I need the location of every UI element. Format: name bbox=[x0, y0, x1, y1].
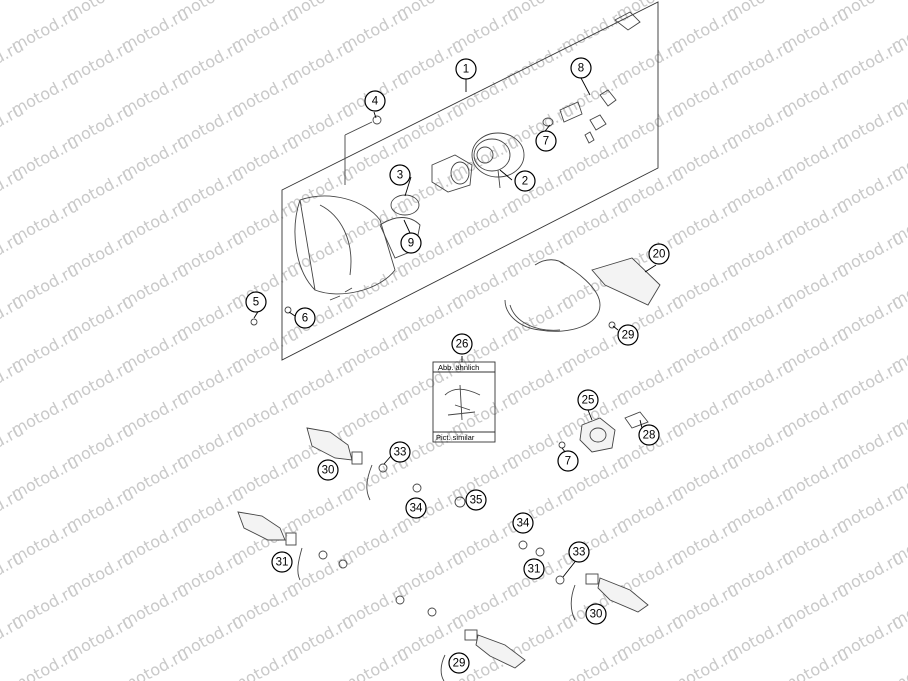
callout-3: 3 bbox=[389, 164, 411, 186]
callout-number: 7 bbox=[565, 456, 571, 468]
callout-25: 25 bbox=[577, 389, 599, 411]
callout-2: 2 bbox=[514, 170, 536, 192]
callout-34: 34 bbox=[405, 497, 427, 519]
callout-circle bbox=[512, 512, 534, 534]
callout-circle bbox=[294, 307, 316, 329]
callout-number: 30 bbox=[590, 609, 603, 621]
cable-and-bracket bbox=[504, 257, 661, 332]
callout-circle bbox=[271, 551, 293, 573]
turn-signal-rear-right bbox=[555, 573, 649, 621]
callout-number: 3 bbox=[397, 170, 403, 182]
callout-number: 4 bbox=[372, 96, 379, 108]
callout-circle bbox=[535, 130, 557, 152]
callout-circle bbox=[400, 232, 422, 254]
headlight-assembly bbox=[281, 1, 659, 361]
callout-7: 7 bbox=[535, 130, 557, 152]
callout-number: 6 bbox=[302, 313, 308, 325]
callout-circle bbox=[617, 324, 639, 346]
watermark-text: motod.ru bbox=[888, 644, 908, 681]
callout-number: 29 bbox=[622, 330, 635, 342]
callout-number: 31 bbox=[528, 564, 541, 576]
turn-signal-front-right bbox=[395, 595, 526, 681]
callout-circle bbox=[389, 441, 411, 463]
callout-1: 1 bbox=[455, 58, 477, 80]
callout-4: 4 bbox=[364, 90, 386, 112]
sensor-assembly bbox=[558, 411, 649, 453]
callout-31: 31 bbox=[523, 558, 545, 580]
callout-number: 25 bbox=[582, 395, 595, 407]
callout-circle bbox=[648, 243, 670, 265]
callout-number: 34 bbox=[517, 518, 530, 530]
callout-circle bbox=[451, 333, 473, 355]
callout-number: 9 bbox=[408, 238, 414, 250]
callout-31: 31 bbox=[271, 551, 293, 573]
callout-circle bbox=[638, 424, 660, 446]
callout-number: 8 bbox=[578, 63, 584, 75]
callout-35: 35 bbox=[465, 489, 487, 511]
watermark-text: motod.ru bbox=[118, 644, 192, 681]
callout-number: 31 bbox=[276, 557, 289, 569]
callout-circle bbox=[455, 58, 477, 80]
callout-number: 28 bbox=[643, 430, 656, 442]
callout-circle bbox=[523, 558, 545, 580]
watermark-text: motod.ru bbox=[338, 644, 412, 681]
callout-number: 7 bbox=[543, 136, 549, 148]
turn-signal-rear-left bbox=[237, 511, 348, 581]
callout-5: 5 bbox=[245, 291, 267, 313]
callout-circle bbox=[245, 291, 267, 313]
callout-number: 20 bbox=[653, 249, 666, 261]
callout-number: 34 bbox=[410, 503, 423, 515]
callout-8: 8 bbox=[570, 57, 592, 79]
screws-5-6 bbox=[250, 306, 292, 326]
callout-circle bbox=[448, 652, 470, 674]
callout-6: 6 bbox=[294, 307, 316, 329]
callout-circle bbox=[557, 450, 579, 472]
watermark-text: motod.ru bbox=[0, 0, 27, 24]
callout-28: 28 bbox=[638, 424, 660, 446]
callout-circle bbox=[568, 541, 590, 563]
nuts bbox=[412, 483, 545, 557]
callout-26: 26 bbox=[451, 333, 473, 355]
callout-20: 20 bbox=[648, 243, 670, 265]
callout-number: 26 bbox=[456, 339, 469, 351]
callout-number: 2 bbox=[522, 176, 528, 188]
callout-7: 7 bbox=[557, 450, 579, 472]
watermark-text: motod.ru bbox=[228, 644, 302, 681]
callout-number: 33 bbox=[573, 547, 586, 559]
callout-circle bbox=[389, 164, 411, 186]
callout-circle bbox=[465, 489, 487, 511]
callout-number: 35 bbox=[470, 495, 483, 507]
callout-33: 33 bbox=[389, 441, 411, 463]
watermark-text: motod.ru bbox=[8, 644, 82, 681]
callout-34: 34 bbox=[512, 512, 534, 534]
callout-number: 1 bbox=[463, 64, 469, 76]
watermark-text: motod.ru bbox=[778, 644, 852, 681]
turn-signal-front-left bbox=[306, 427, 388, 501]
note-bottom-text: Pict. similar bbox=[436, 433, 475, 442]
similar-note-box: Abb. ähnlich Pict. similar bbox=[432, 361, 496, 443]
note-top-text: Abb. ähnlich bbox=[438, 363, 479, 372]
callout-circle bbox=[405, 497, 427, 519]
callout-circle bbox=[317, 459, 339, 481]
callout-circle bbox=[364, 90, 386, 112]
callout-30: 30 bbox=[585, 603, 607, 625]
watermark-text: motod.ru bbox=[558, 644, 632, 681]
callout-29: 29 bbox=[617, 324, 639, 346]
callout-circle bbox=[577, 389, 599, 411]
callout-9: 9 bbox=[400, 232, 422, 254]
callout-number: 29 bbox=[453, 658, 466, 670]
callout-circle bbox=[585, 603, 607, 625]
callout-33: 33 bbox=[568, 541, 590, 563]
callout-number: 5 bbox=[253, 297, 259, 309]
callout-29: 29 bbox=[448, 652, 470, 674]
callout-30: 30 bbox=[317, 459, 339, 481]
callout-number: 33 bbox=[394, 447, 407, 459]
callout-number: 30 bbox=[322, 465, 335, 477]
callout-circle bbox=[514, 170, 536, 192]
callout-circle bbox=[570, 57, 592, 79]
watermark-text: motod.ru bbox=[668, 644, 742, 681]
